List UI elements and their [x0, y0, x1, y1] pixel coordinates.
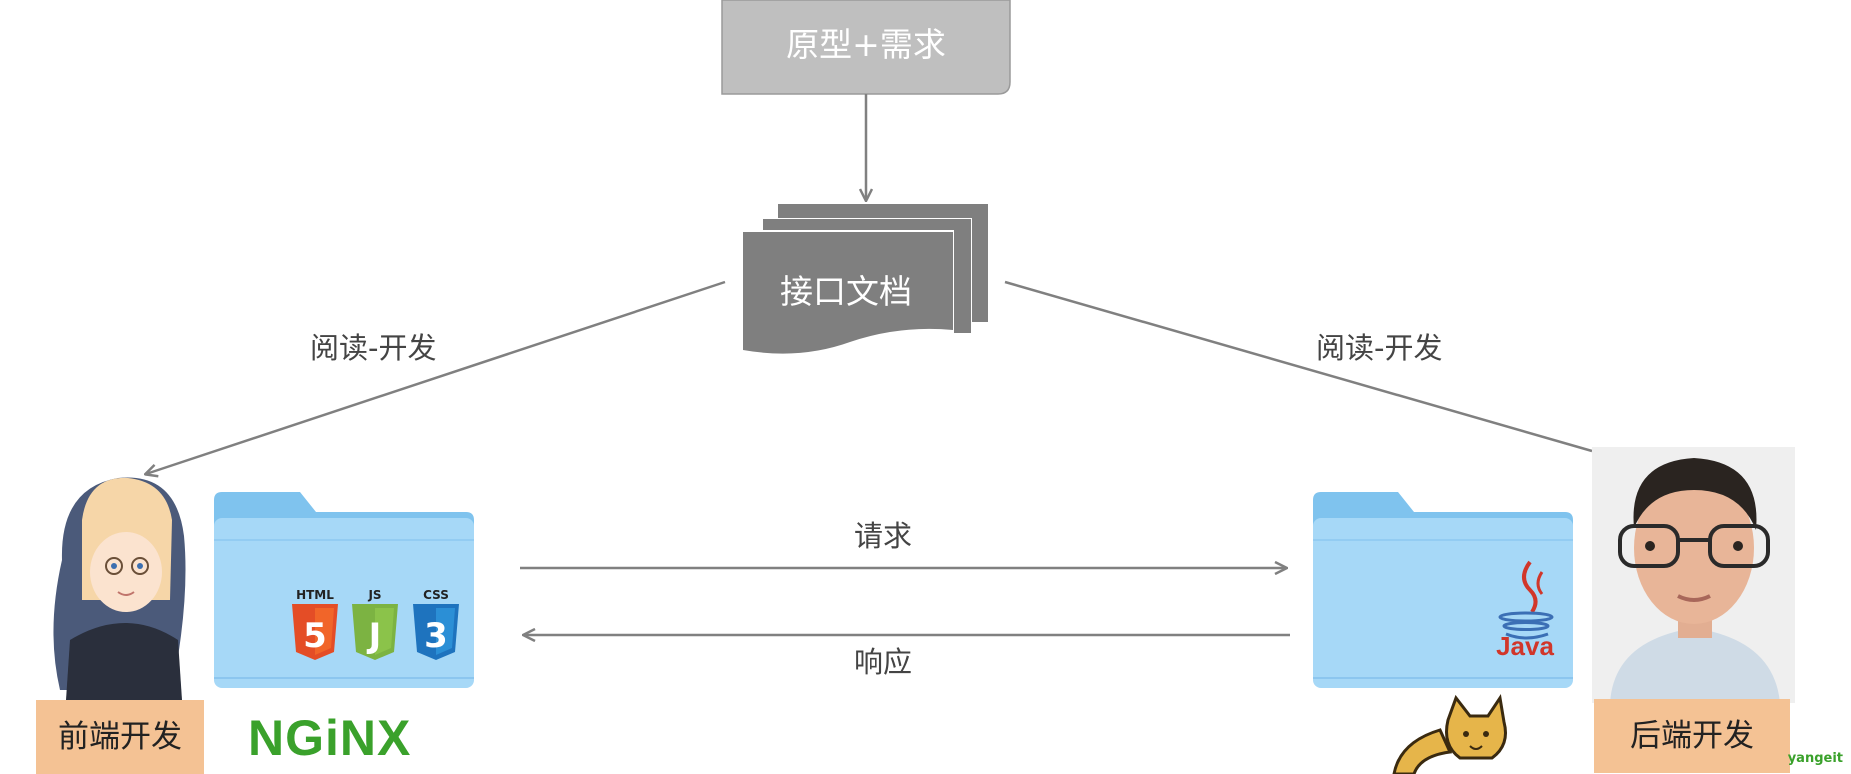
response-label: 响应	[854, 645, 913, 679]
line-doc-to-backend	[1004, 280, 1593, 453]
css3-number: 3	[424, 616, 448, 656]
arrow-doc-to-frontend	[146, 280, 726, 474]
html5-logo	[292, 604, 338, 660]
frontend-folder-icon	[214, 492, 474, 688]
java-wordmark: Java	[1496, 631, 1554, 661]
interface-doc-label: 接口文档	[780, 272, 912, 311]
html-label: HTML	[296, 588, 334, 602]
backend-developer-tag: 后端开发	[1594, 699, 1790, 773]
tomcat-icon	[1392, 694, 1507, 774]
frontend-developer-tag: 前端开发	[36, 700, 204, 774]
frontend-developer-avatar	[53, 477, 186, 700]
js-logo	[352, 604, 398, 660]
read-develop-label-right: 阅读-开发	[1316, 331, 1443, 365]
prototype-requirements-label: 原型+需求	[786, 25, 946, 64]
css3-logo	[413, 604, 459, 660]
js-letter: J	[367, 616, 382, 656]
watermark: yangeit	[1787, 751, 1843, 766]
html5-number: 5	[303, 616, 327, 656]
request-label: 请求	[854, 519, 913, 553]
java-logo	[1498, 560, 1554, 640]
css-label: CSS	[423, 588, 449, 602]
js-label: JS	[367, 588, 381, 602]
backend-folder-icon	[1313, 492, 1573, 688]
nginx-logo: NGiNX	[248, 710, 411, 766]
backend-developer-avatar	[1592, 447, 1795, 703]
prototype-box	[721, 0, 1011, 95]
read-develop-label-left: 阅读-开发	[310, 331, 437, 365]
interface-doc-stack	[742, 204, 988, 354]
